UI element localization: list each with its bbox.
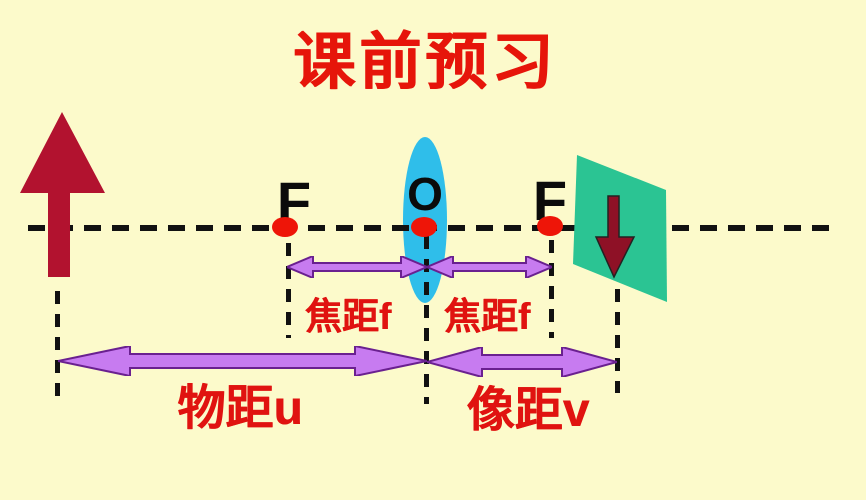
lens-center-dot [411,217,437,237]
lens-center-guide-line [424,236,429,404]
right-focal-point-dot [537,216,563,236]
left-focal-guide-line [286,243,291,338]
image-distance-arrow-icon [427,347,617,377]
object-distance-label: 物距u [177,382,303,435]
focal-length-left-arrow-icon [287,256,427,278]
left-focal-point-dot [272,217,298,237]
image-distance-label: 像距v [466,384,590,437]
page-title: 课前预习 [292,29,557,97]
object-distance-arrow-icon [58,346,427,376]
focal-length-left-label: 焦距f [304,296,392,337]
object-position-guide-line [55,291,60,399]
object-up-arrow-icon [20,112,105,277]
focal-length-right-arrow-icon [427,256,552,278]
right-focal-guide-line [549,240,554,338]
focal-length-right-label: 焦距f [443,296,531,337]
image-position-guide-line [615,289,620,393]
image-down-arrow-icon [594,195,636,279]
lens-center-label: O [407,168,443,220]
